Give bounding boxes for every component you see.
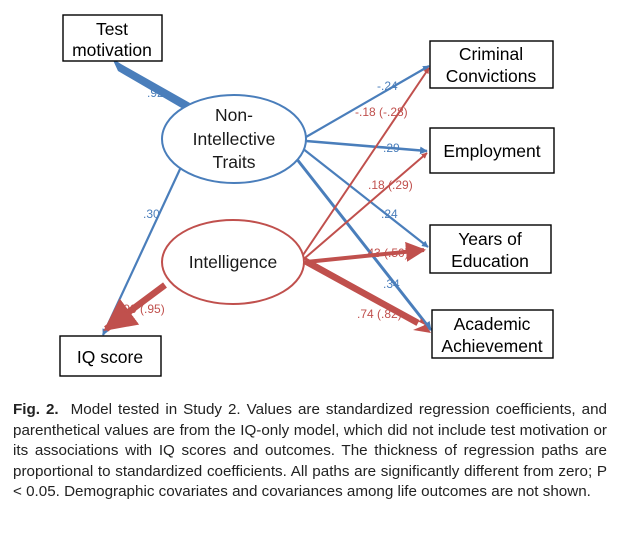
svg-text:IQ score: IQ score [77,347,143,367]
box-years-of-education: Years of Education [429,224,552,274]
svg-text:Traits: Traits [212,152,255,172]
svg-text:Convictions: Convictions [446,66,537,86]
coef-int-iq: .90 (.95) [120,302,165,316]
svg-text:Criminal: Criminal [459,44,523,64]
box-employment: Employment [429,127,555,174]
path-int-criminal [302,67,430,256]
latent-intelligence: Intelligence [161,219,305,305]
figure-label: Fig. 2. [13,401,59,418]
coef-int-education: .43 (.50) [364,246,409,260]
latent-non-intellective-traits: Non- Intellective Traits [161,94,307,184]
coef-nit-employment: .29 [383,141,400,155]
svg-text:motivation: motivation [72,40,152,60]
sem-diagram: .92 .30 .90 (.95) -.24 -.18 (-.28) .29 .… [59,14,555,377]
svg-text:Academic: Academic [454,314,531,334]
path-testmotivation-nit [112,58,190,110]
svg-text:Test: Test [96,19,128,39]
svg-text:Years of: Years of [458,229,522,249]
coef-testmotivation-nit: .92 [147,86,164,100]
coef-int-employment: .18 (.29) [368,178,413,192]
path-int-education [305,241,426,264]
svg-text:Achievement: Achievement [441,336,542,356]
coef-int-academic: .74 (.82) [357,307,402,321]
coef-nit-education: .24 [381,207,398,221]
path-int-iq [103,282,167,332]
svg-text:Education: Education [451,251,529,271]
svg-text:Intellective: Intellective [193,129,276,149]
path-nit-employment [305,139,428,155]
figure-caption: Fig. 2. Model tested in Study 2. Values … [13,400,607,503]
coef-nit-academic: .34 [383,277,400,291]
path-int-employment [304,152,428,259]
path-nit-academic [294,157,433,331]
path-int-academic-shaft [303,258,420,326]
box-test-motivation: Test motivation [62,14,163,62]
path-nit-criminal [305,65,430,138]
svg-text:Intelligence: Intelligence [189,252,278,272]
figure-caption-text: Model tested in Study 2. Values are stan… [13,401,607,500]
box-iq-score: IQ score [59,335,162,377]
coef-nit-criminal: -.24 [377,79,398,93]
svg-text:Non-: Non- [215,105,253,125]
coef-int-criminal: -.18 (-.28) [355,105,408,119]
coef-nit-iq: .30 [143,207,160,221]
path-nit-education [301,147,429,248]
box-academic-achievement: Academic Achievement [431,309,554,359]
svg-text:Employment: Employment [443,141,540,161]
box-criminal-convictions: Criminal Convictions [429,40,554,89]
